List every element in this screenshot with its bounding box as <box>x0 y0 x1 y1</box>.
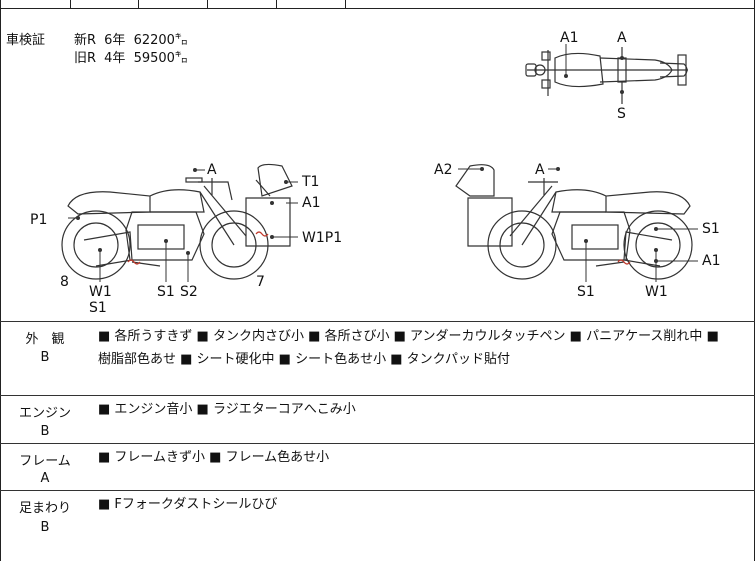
left-view-a1-label: A1 <box>302 195 321 211</box>
left-view-7-label: 7 <box>256 274 265 290</box>
left-view-p1-label: P1 <box>30 212 48 228</box>
top-view-a1-label: A1 <box>560 30 579 46</box>
right-view-a1-label: A1 <box>702 253 721 269</box>
frame-grade: A <box>40 471 50 486</box>
right-view-w1-label: W1 <box>645 284 668 300</box>
right-view-s1-right-label: S1 <box>702 221 720 237</box>
motorcycle-damage-diagram <box>61 44 698 282</box>
divider-suspension <box>0 490 755 491</box>
suspension-category: 足まわり <box>18 501 71 516</box>
left-view-motorcycle <box>61 163 293 280</box>
suspension-notes: ■ Fフォークダストシールひび <box>98 497 278 512</box>
engine-notes: ■ エンジン音小 ■ ラジエターコアへこみ小 <box>98 402 356 417</box>
exterior-notes-line1: ■ 各所うすきず ■ タンク内さび小 ■ 各所さび小 ■ アンダーカウルタッチペ… <box>98 329 719 344</box>
engine-grade: B <box>40 424 50 439</box>
divider-exterior <box>0 321 755 322</box>
left-view-8-label: 8 <box>60 274 69 290</box>
top-table-strip <box>0 0 755 9</box>
exterior-category: 外 観 <box>25 332 65 347</box>
frame-category: フレーム <box>19 454 71 469</box>
frame-notes: ■ フレームきず小 ■ フレーム色あせ小 <box>98 450 330 465</box>
right-view-a-label: A <box>535 162 545 178</box>
divider-frame <box>0 443 755 444</box>
inspection-new: 新R 6年 62200㌔ <box>74 33 188 48</box>
right-view-motorcycle <box>455 164 693 280</box>
left-view-a-label: A <box>207 162 217 178</box>
left-view-t1-label: T1 <box>302 174 320 190</box>
top-view-motorcycle <box>525 47 688 104</box>
top-view-s-label: S <box>617 106 626 122</box>
exterior-grade: B <box>40 350 50 365</box>
left-view-s1-label: S1 <box>157 284 175 300</box>
suspension-grade: B <box>40 520 50 535</box>
right-view-a2-label: A2 <box>434 162 453 178</box>
inspection-old: 旧R 4年 59500㌔ <box>74 51 188 66</box>
exterior-notes-line2: 樹脂部色あせ ■ シート硬化中 ■ シート色あせ小 ■ タンクパッド貼付 <box>98 352 510 367</box>
left-view-s2-label: S2 <box>180 284 198 300</box>
left-view-s1-lower-label: S1 <box>89 300 107 316</box>
left-view-w1p1-label: W1P1 <box>302 230 343 246</box>
engine-category: エンジン <box>18 406 71 421</box>
top-view-a-label: A <box>617 30 627 46</box>
divider-engine <box>0 395 755 396</box>
inspection-label: 車検証 <box>6 33 46 48</box>
right-view-s1-label: S1 <box>577 284 595 300</box>
left-view-w1-label: W1 <box>89 284 112 300</box>
